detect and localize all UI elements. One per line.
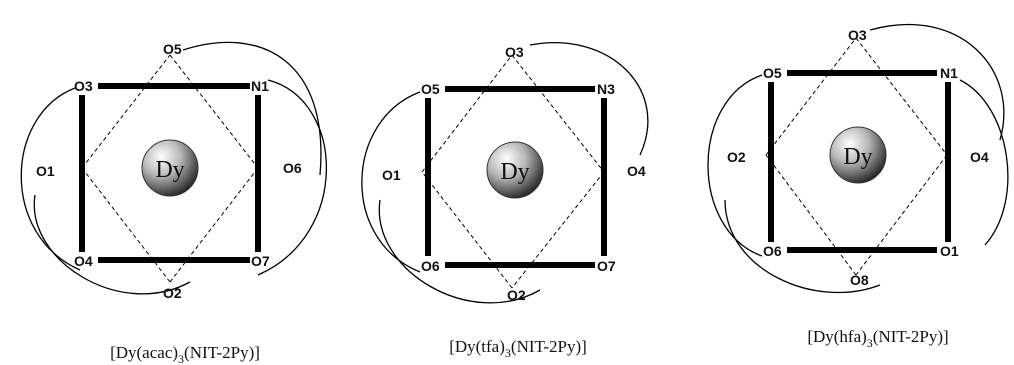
dy-label: Dy [155, 157, 184, 183]
atom-label-left: O2 [727, 149, 746, 165]
dy-atom-sphere [486, 141, 544, 199]
atom-label-bottom: O8 [850, 272, 869, 288]
atom-label-bottom-right: O1 [940, 243, 959, 259]
chelate-arcs [707, 24, 1009, 294]
atom-label-right: O4 [970, 149, 989, 165]
atom-label-top-left: O5 [421, 81, 440, 97]
dy-label: Dy [843, 144, 872, 170]
atom-label-top-left: O3 [74, 78, 93, 94]
dashed-square [765, 37, 948, 276]
atom-label-bottom-left: O6 [763, 243, 782, 259]
atom-label-bottom-right: O7 [251, 253, 270, 269]
diagram-caption: [Dy(tfa)3(NIT-2Py)] [449, 337, 587, 360]
atom-label-top: O3 [505, 44, 524, 60]
coordination-square [79, 83, 261, 263]
atom-label-top-right: N1 [940, 65, 958, 81]
atom-label-bottom-left: O4 [74, 253, 93, 269]
atom-label-left: O1 [36, 163, 55, 179]
atom-label-top: O3 [848, 27, 867, 43]
atom-label-top-right: N1 [251, 78, 269, 94]
dy-atom-sphere [829, 126, 887, 184]
atom-label-bottom-left: O6 [421, 258, 440, 274]
chelate-arcs [20, 41, 328, 295]
atom-label-bottom-right: O7 [597, 258, 616, 274]
diagram-acac: Dy O3 N1 O4 O7 O5 O1 O6 O2 [Dy(acac)3(NI… [20, 41, 328, 365]
atom-label-top-right: N3 [597, 81, 615, 97]
diagram-caption: [Dy(acac)3(NIT-2Py)] [110, 343, 260, 365]
atom-labels: O5 N1 O6 O1 O3 O2 O4 O8 [727, 27, 989, 288]
atom-label-bottom: O2 [163, 285, 182, 301]
atom-label-right: O4 [627, 163, 646, 179]
coordination-square [768, 70, 951, 253]
atom-label-left: O1 [382, 167, 401, 183]
diagram-caption: [Dy(hfa)3(NIT-2Py)] [807, 327, 948, 350]
dy-atom-sphere [141, 139, 199, 197]
atom-label-top: O5 [163, 41, 182, 57]
diagram-tfa: Dy O5 N3 O6 O7 O3 O1 O4 O2 [Dy(tfa)3(NIT… [361, 42, 649, 360]
atom-label-top-left: O5 [763, 65, 782, 81]
dy-label: Dy [500, 159, 529, 185]
dashed-square [421, 54, 605, 289]
atom-labels: O5 N3 O6 O7 O3 O1 O4 O2 [382, 44, 646, 303]
diagram-hfa: Dy O5 N1 O6 O1 O3 O2 O4 O8 [Dy(hfa)3(NIT… [707, 24, 1009, 350]
chelate-arcs [361, 42, 649, 304]
coordination-square [425, 86, 607, 268]
atom-label-right: O6 [283, 160, 302, 176]
atom-labels: O3 N1 O4 O7 O5 O1 O6 O2 [36, 41, 302, 301]
atom-label-bottom: O2 [507, 287, 526, 303]
